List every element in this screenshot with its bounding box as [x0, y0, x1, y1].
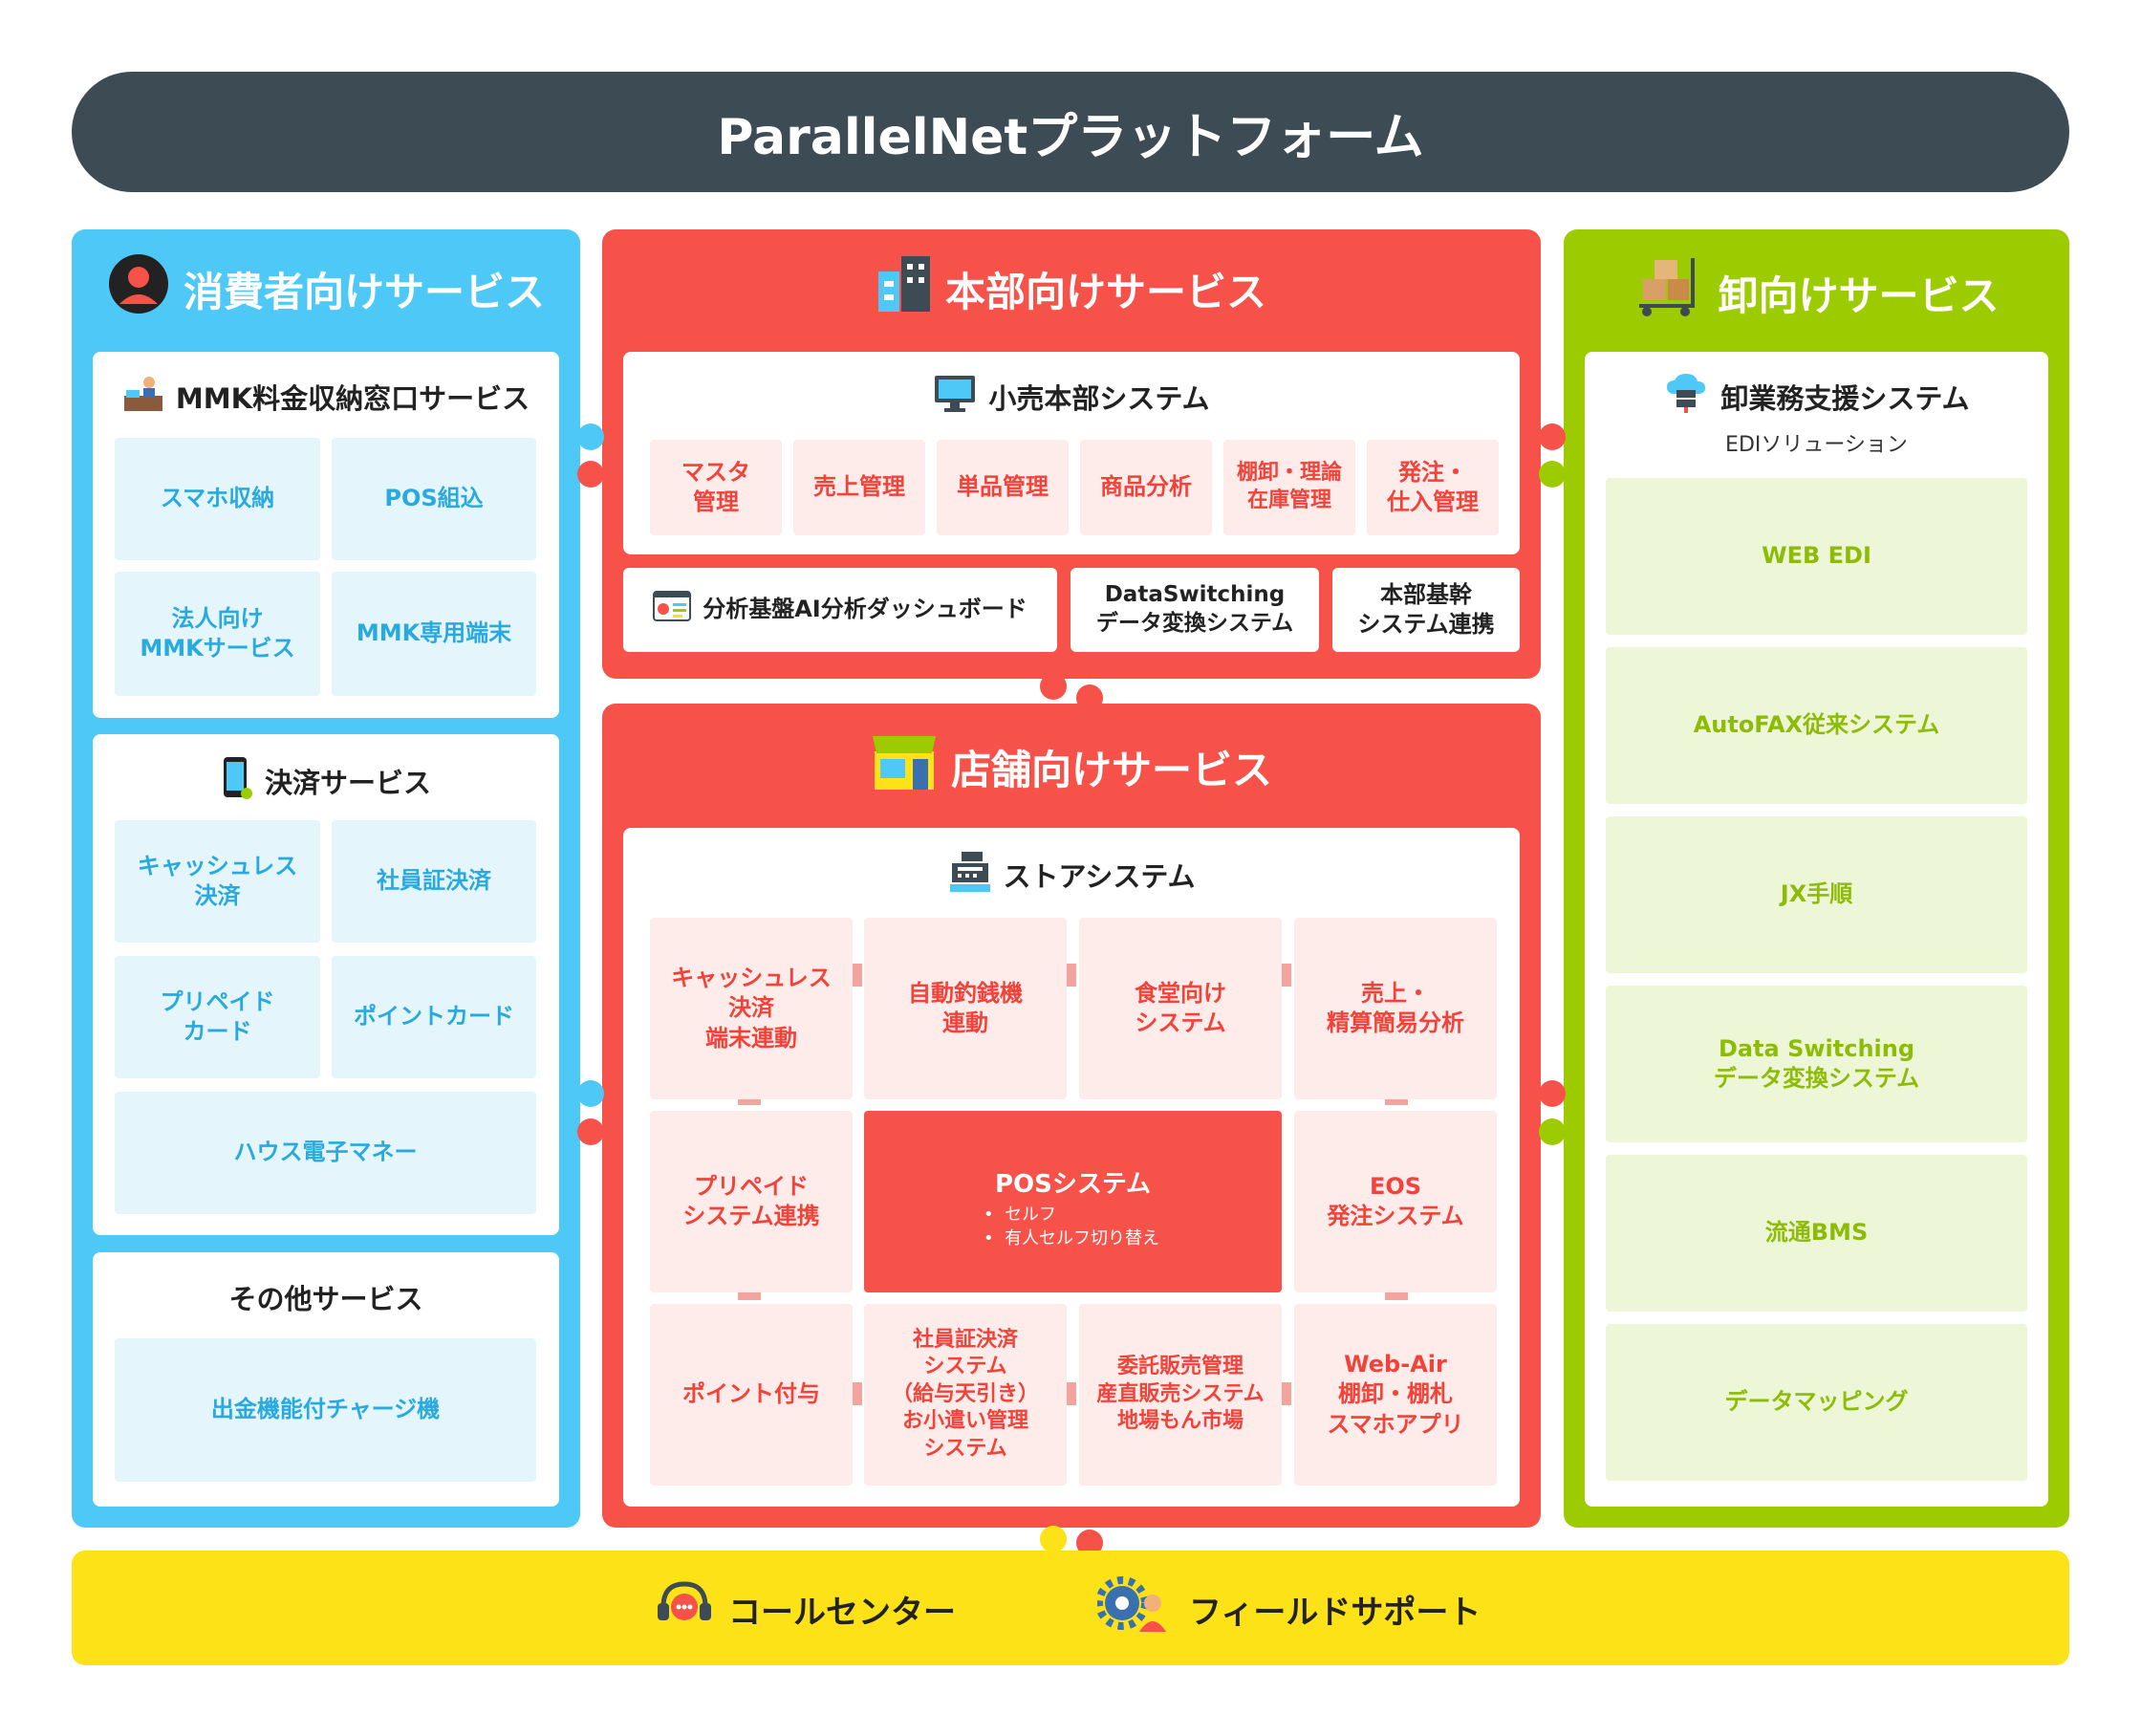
connector-knob — [1040, 673, 1067, 700]
gear-person-icon — [1095, 1575, 1176, 1642]
connector-knob — [577, 1118, 604, 1145]
connector-knob — [577, 461, 604, 488]
retail-item-master: マスタ 管理 — [650, 440, 782, 535]
building-icon — [876, 254, 932, 323]
wholesale-item-web-edi: WEB EDI — [1606, 478, 2027, 635]
store-services-title: 店舗向けサービス — [602, 727, 1541, 807]
wholesale-item-autofax: AutoFAX従来システム — [1606, 647, 2027, 804]
smartphone-icon — [221, 755, 253, 808]
platform-header: ParallelNetプラットフォーム — [72, 72, 2069, 192]
pos-bullet-list: • セルフ • 有人セルフ切り替え — [984, 1203, 1159, 1250]
store-item-point: ポイント付与 — [650, 1304, 853, 1486]
store-item-eos: EOS 発注システム — [1294, 1111, 1497, 1292]
retail-item-inventory: 棚卸・理論 在庫管理 — [1223, 440, 1355, 535]
connector-knob — [1539, 1118, 1566, 1145]
consumer-services-title: 消費者向けサービス — [72, 250, 580, 327]
payment-item-prepaid: プリペイド カード — [115, 956, 320, 1078]
mmk-item-corporate: 法人向け MMKサービス — [115, 572, 320, 696]
store-connector — [1280, 1382, 1291, 1405]
store-item-cashless-terminal: キャッシュレス 決済 端末連動 — [650, 918, 853, 1099]
ai-dashboard-box: 分析基盤AI分析ダッシュボード — [623, 568, 1057, 652]
wholesale-item-bms: 流通BMS — [1606, 1155, 2027, 1312]
pos-system-box: POSシステム • セルフ • 有人セルフ切り替え — [864, 1111, 1282, 1292]
store-connector — [1280, 964, 1291, 987]
mmk-item-smartphone: スマホ収納 — [115, 438, 320, 560]
hq-core-link-box: 本部基幹 システム連携 — [1332, 568, 1520, 652]
payment-item-house-money: ハウス電子マネー — [115, 1092, 536, 1214]
payment-item-cashless: キャッシュレス 決済 — [115, 820, 320, 943]
retail-item-sales: 売上管理 — [793, 440, 925, 535]
mmk-item-terminal: MMK専用端末 — [332, 572, 536, 696]
other-item-charge-machine: 出金機能付チャージ機 — [115, 1338, 536, 1482]
dataswitching-box: DataSwitching データ変換システム — [1070, 568, 1319, 652]
store-item-change-machine: 自動釣銭機 連動 — [864, 918, 1067, 1099]
store-item-consignment: 委託販売管理 産直販売システム 地場もん市場 — [1079, 1304, 1282, 1486]
counter-clerk-icon — [122, 375, 164, 420]
connector-knob — [1539, 1080, 1566, 1107]
pos-bullet: • 有人セルフ切り替え — [984, 1228, 1160, 1249]
storefront-icon — [871, 732, 938, 801]
pos-bullet: • セルフ — [984, 1204, 1057, 1225]
store-connector — [851, 964, 862, 987]
page-title: ParallelNetプラットフォーム — [717, 108, 1424, 166]
retail-item-unit: 単品管理 — [937, 440, 1069, 535]
mmk-service-title: MMK料金収納窓口サービス — [93, 373, 559, 421]
connector-knob — [1539, 423, 1566, 450]
store-connector — [1065, 1382, 1076, 1405]
retail-item-analysis: 商品分析 — [1080, 440, 1212, 535]
store-system-title: ストアシステム — [623, 849, 1520, 901]
mmk-item-pos: POS組込 — [332, 438, 536, 560]
wholesale-services-title: 卸向けサービス — [1564, 254, 2069, 331]
call-center: コールセンター — [654, 1579, 956, 1638]
store-item-employee-id: 社員証決済 システム （給与天引き） お小遣い管理 システム — [864, 1304, 1067, 1486]
store-connector — [1065, 964, 1076, 987]
wholesale-item-data-mapping: データマッピング — [1606, 1324, 2027, 1481]
field-support: フィールドサポート — [1095, 1575, 1481, 1638]
store-item-prepaid: プリペイド システム連携 — [650, 1111, 853, 1292]
monitor-icon — [933, 374, 977, 421]
payment-item-employee-id: 社員証決済 — [332, 820, 536, 943]
wholesale-item-data-switching: Data Switching データ変換システム — [1606, 986, 2027, 1142]
support-bar — [72, 1551, 2069, 1665]
other-service-title: その他サービス — [228, 1283, 423, 1315]
wholesale-system-title: 卸業務支援システム — [1585, 373, 2048, 421]
connector-knob — [1076, 684, 1103, 711]
retail-hq-system-title: 小売本部システム — [623, 373, 1520, 421]
connector-knob — [1040, 1526, 1067, 1552]
connector-knob — [577, 1080, 604, 1107]
hq-services-title: 本部向けサービス — [602, 250, 1541, 327]
connector-knob — [577, 423, 604, 450]
retail-item-ordering: 発注・ 仕入管理 — [1367, 440, 1499, 535]
connector-knob — [1539, 461, 1566, 488]
store-item-sales-analysis: 売上・ 精算簡易分析 — [1294, 918, 1497, 1099]
dashboard-icon — [653, 590, 692, 629]
boxes-cart-icon — [1633, 256, 1704, 329]
payment-service-title: 決済サービス — [93, 755, 559, 807]
wholesale-item-jx: JX手順 — [1606, 816, 2027, 973]
user-icon — [107, 252, 170, 325]
store-item-cafeteria: 食堂向け システム — [1079, 918, 1282, 1099]
store-connector — [851, 1382, 862, 1405]
headset-icon — [654, 1576, 715, 1642]
payment-item-point-card: ポイントカード — [332, 956, 536, 1078]
wholesale-system-subtitle: EDIソリューション — [1725, 433, 1908, 457]
store-item-web-air: Web-Air 棚卸・棚札 スマホアプリ — [1294, 1304, 1497, 1486]
cash-register-icon — [948, 850, 992, 901]
cloud-server-icon — [1663, 373, 1709, 422]
pos-system-title: POSシステム — [994, 1170, 1152, 1199]
